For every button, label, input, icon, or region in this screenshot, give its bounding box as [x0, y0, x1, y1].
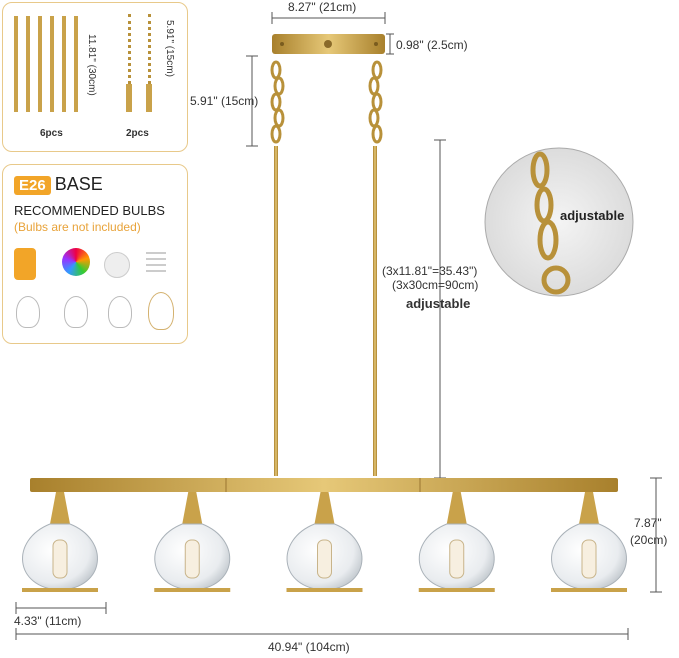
led-bulb-icon: [104, 252, 130, 278]
edison-bulb-icon-4: [148, 292, 174, 330]
bulb-icons: [12, 248, 182, 336]
chain-length-label: 5.91" (15cm): [190, 94, 259, 108]
chains-icon: [122, 14, 158, 114]
chain-zoom-detail: [484, 147, 634, 297]
rods-count-label: 6pcs: [40, 128, 63, 139]
fixture-height-line1: 7.87": [634, 516, 662, 530]
right-chain: [368, 60, 383, 144]
crossbar: [30, 478, 618, 492]
fixture-height-line2: (20cm): [630, 533, 668, 547]
pendant-shade: [154, 492, 231, 592]
bulbs-note: (Bulbs are not included): [14, 220, 141, 234]
base-label: BASE: [54, 174, 103, 194]
rgb-bulb-icon: [62, 248, 90, 276]
pendant-shade: [418, 492, 495, 592]
recommended-bulbs-label: RECOMMENDED BULBS: [14, 203, 165, 218]
shade-width-label: 4.33" (11cm): [14, 614, 82, 628]
pendant-shade: [286, 492, 363, 592]
rod-adjust-line2: (3x30cm=90cm): [392, 278, 479, 292]
right-rod: [373, 146, 377, 476]
canopy-width-label: 8.27" (21cm): [288, 0, 357, 14]
zoom-adjustable-label: adjustable: [560, 208, 625, 223]
e26-badge: E26: [14, 176, 51, 195]
edison-bulb-icon-1: [16, 296, 40, 328]
flame-bulb-icon: [14, 248, 36, 280]
edison-bulb-icon-2: [64, 296, 88, 328]
pendant-shade: [22, 492, 98, 592]
rod-adjust-label: adjustable: [406, 296, 471, 311]
edison-bulb-icon-3: [108, 296, 132, 328]
rods-length-label: 11.81" (30cm): [86, 34, 97, 96]
pendant-shade: [551, 492, 627, 592]
chains-count-label: 2pcs: [126, 128, 149, 139]
rods-icon: [14, 16, 78, 112]
left-rod: [274, 146, 278, 476]
chains-length-label: 5.91" (15cm): [164, 20, 175, 77]
rod-adjust-line1: (3x11.81"=35.43"): [382, 264, 478, 278]
cfl-bulb-icon: [146, 248, 166, 276]
canopy-height-label: 0.98" (2.5cm): [396, 38, 468, 52]
left-chain: [270, 60, 285, 144]
total-length-label: 40.94" (104cm): [268, 640, 350, 654]
accessories-panel: [2, 2, 188, 152]
